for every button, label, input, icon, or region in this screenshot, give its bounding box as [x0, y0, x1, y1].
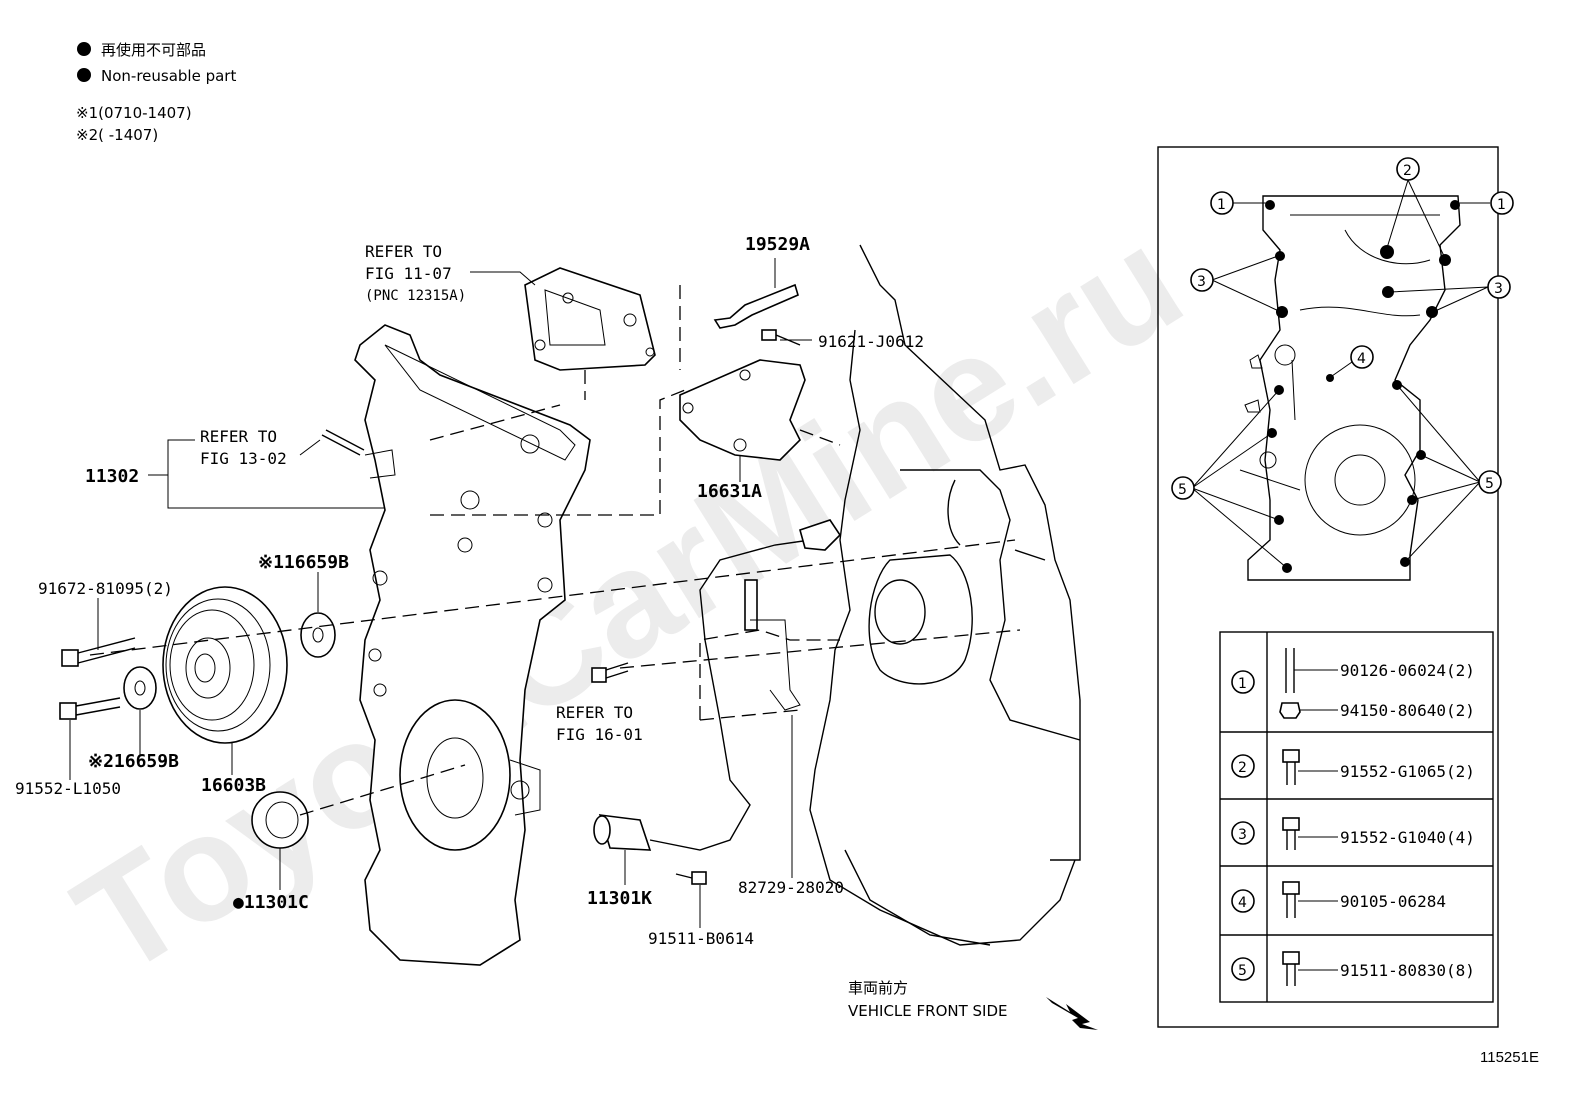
bolt-icon: [1282, 951, 1300, 965]
stud-bolt: [321, 429, 365, 456]
engine-block-outline: [809, 244, 1081, 946]
crank-pulley: [162, 586, 288, 744]
bolt-table-row-5: 5 91511-80830(8): [1231, 951, 1475, 986]
bolt-table: 1 90126-06024(2) 94150-80640(2) 2 91552-…: [1219, 631, 1494, 1003]
label-16659B-1: ※116659B: [258, 552, 349, 573]
bolt-91511-B0614: [675, 871, 707, 885]
non-reusable-dot-icon: [77, 42, 91, 56]
bolt-90105: 90105-06284: [1340, 892, 1446, 911]
refer-11-07-line2: FIG 11-07: [365, 264, 452, 283]
refer-16-01-line2: FIG 16-01: [556, 725, 643, 744]
clamp-19529A: [713, 283, 799, 329]
svg-text:4: 4: [1357, 351, 1366, 367]
legend-en: Non-reusable part: [101, 67, 236, 85]
refer-13-02-line1: REFER TO: [200, 427, 277, 446]
svg-text:3: 3: [1238, 827, 1247, 843]
front-side-jp: 車両前方: [848, 979, 908, 997]
inset-frame: [1157, 146, 1499, 1028]
bolt-91552-G1065: 91552-G1065(2): [1340, 762, 1475, 781]
bracket-16631A: [679, 359, 806, 461]
svg-text:1: 1: [1217, 197, 1226, 213]
svg-text:1: 1: [1497, 197, 1506, 213]
bolt-table-row-4: 4 90105-06284: [1231, 881, 1446, 918]
label-11301C: ●11301C: [233, 892, 309, 913]
note-1: ※1(0710-1407): [76, 104, 192, 122]
label-11302: 11302: [85, 466, 139, 487]
label-16603B: 16603B: [201, 775, 266, 796]
inset-cover-diagram: [1239, 195, 1461, 581]
leader-lines: [69, 258, 812, 928]
alignment-lines: [89, 285, 1021, 816]
svg-text:2: 2: [1403, 163, 1412, 179]
label-16631A: 16631A: [697, 481, 762, 502]
figure-id: 115251E: [1480, 1049, 1539, 1066]
front-side-en: VEHICLE FRONT SIDE: [848, 1002, 1008, 1020]
svg-text:1: 1: [1238, 676, 1247, 692]
label-16659B-2: ※216659B: [88, 751, 179, 772]
bolt-icon: [1282, 817, 1300, 831]
inset-bolt-dots: [1265, 200, 1460, 573]
nut-icon: [1279, 702, 1301, 719]
legend-jp: 再使用不可部品: [101, 41, 206, 59]
refer-11-07-line1: REFER TO: [365, 242, 442, 261]
label-91621: 91621-J0612: [818, 332, 924, 351]
label-91672: 91672-81095(2): [38, 579, 173, 598]
bolt-table-row-1: 1 90126-06024(2) 94150-80640(2): [1231, 648, 1475, 720]
label-82729: 82729-28020: [738, 878, 844, 897]
svg-text:5: 5: [1238, 963, 1247, 979]
label-91511-B0614: 91511-B0614: [648, 929, 754, 948]
washer-16659B-1: [300, 612, 336, 658]
label-19529A: 19529A: [745, 234, 810, 255]
bolt-table-row-2: 2 91552-G1065(2): [1231, 749, 1475, 785]
bolt-91511-80830: 91511-80830(8): [1340, 961, 1475, 980]
engine-mount-bracket: [524, 267, 656, 371]
bolt-90126: 90126-06024(2): [1340, 661, 1475, 680]
bolt-refer-16-01: [591, 662, 629, 683]
refer-16-01-line1: REFER TO: [556, 703, 633, 722]
label-11301K: 11301K: [587, 888, 652, 909]
svg-text:5: 5: [1178, 482, 1187, 498]
oil-seal: [251, 791, 309, 849]
refer-13-02-line2: FIG 13-02: [200, 449, 287, 468]
bolt-91552-G1040: 91552-G1040(4): [1340, 828, 1475, 847]
note-2: ※2( -1407): [76, 126, 158, 144]
timing-chain-cover: [354, 324, 591, 966]
inset-markers: 1 1 2 3 3 4 5 5: [1171, 157, 1514, 500]
bolt-table-row-3: 3 91552-G1040(4): [1231, 817, 1475, 850]
front-arrow-icon: [1046, 997, 1098, 1030]
bolt-91621: [761, 329, 801, 346]
bolt-91672: [61, 637, 136, 667]
nut-94150: 94150-80640(2): [1340, 701, 1475, 720]
stud-icon: [1285, 648, 1295, 693]
bolt-icon: [1282, 881, 1300, 895]
svg-text:3: 3: [1197, 274, 1206, 290]
bolt-91552-L1050: [59, 697, 121, 720]
bolt-icon: [1282, 749, 1300, 763]
label-91552-L1050: 91552-L1050: [15, 779, 121, 798]
svg-text:2: 2: [1238, 760, 1247, 776]
svg-text:3: 3: [1494, 281, 1503, 297]
non-reusable-dot-icon: [77, 68, 91, 82]
washer-16659B-2: [123, 666, 157, 710]
svg-text:4: 4: [1238, 895, 1247, 911]
refer-11-07-line3: (PNC 12315A): [365, 288, 466, 304]
svg-text:5: 5: [1485, 476, 1494, 492]
inset-leaders: [1191, 179, 1490, 569]
crank-position-sensor: [593, 519, 842, 851]
